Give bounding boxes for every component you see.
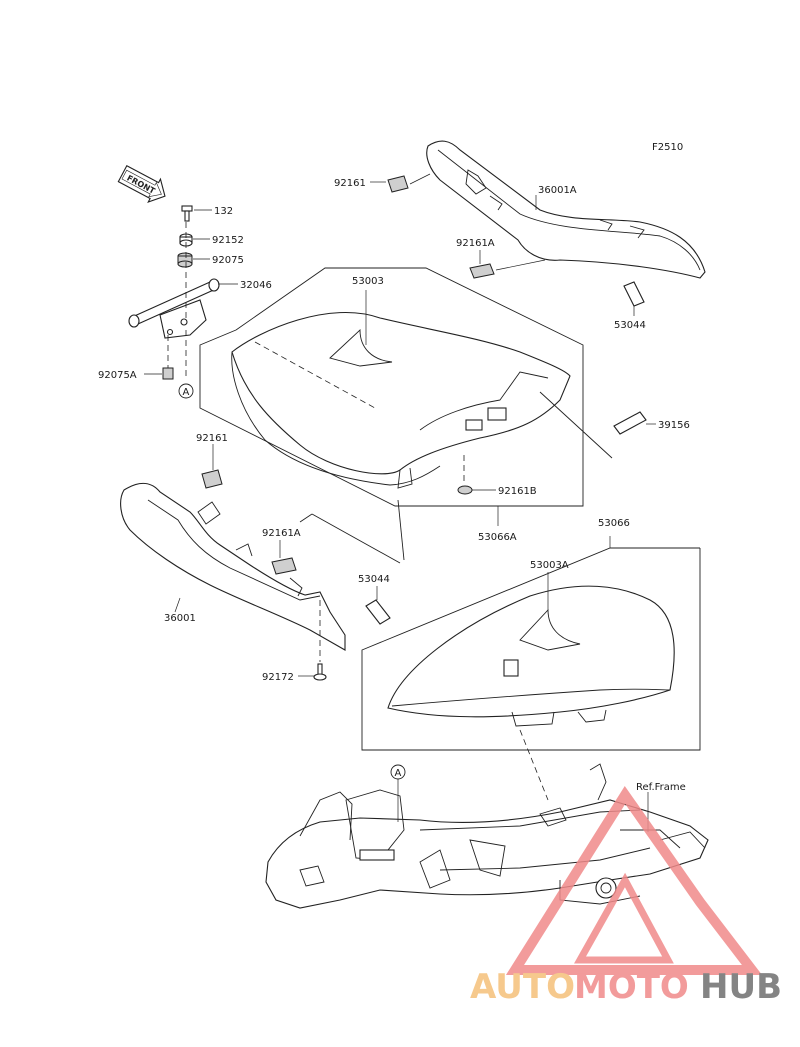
damper-92161-top — [387, 175, 409, 193]
svg-text:A: A — [183, 387, 190, 398]
label-92172: 92172 — [262, 672, 294, 683]
pin-53044-mid — [365, 599, 391, 625]
cover-36001 — [120, 482, 346, 651]
label-92161-top: 92161 — [334, 178, 366, 189]
label-32046: 32046 — [240, 280, 272, 291]
label-36001: 36001 — [164, 613, 196, 624]
label-53044-mid: 53044 — [358, 574, 390, 585]
label-92161B: 92161B — [498, 486, 537, 497]
damper-92161-left — [201, 469, 223, 489]
label-92161-left: 92161 — [196, 433, 228, 444]
watermark-auto: AUTO — [470, 967, 575, 1007]
watermark-moto: MOTO — [574, 967, 689, 1007]
cover-36001A — [426, 140, 706, 279]
label-53066A: 53066A — [478, 532, 517, 543]
svg-text:A: A — [395, 768, 402, 779]
label-53003A: 53003A — [530, 560, 569, 571]
label-53066: 53066 — [598, 518, 630, 529]
figure-code: F2510 — [652, 142, 683, 153]
callout-a-lower: A — [390, 764, 406, 780]
label-92161A-left: 92161A — [262, 528, 301, 539]
pin-39156 — [613, 411, 647, 435]
label-39156: 39156 — [658, 420, 690, 431]
pillion-seat-53003A — [387, 585, 675, 727]
label-92075: 92075 — [212, 255, 244, 266]
damper-92161B — [457, 485, 473, 495]
bolt-132 — [181, 205, 193, 222]
watermark-logo: AUTO MOTO HUB — [470, 785, 782, 1007]
label-ref-frame: Ref.Frame — [636, 782, 686, 793]
label-92161A-top: 92161A — [456, 238, 495, 249]
bracket-32046 — [128, 278, 220, 339]
label-36001A: 36001A — [538, 185, 577, 196]
pin-53044-top — [623, 281, 645, 307]
front-arrow-icon: FRONT — [117, 164, 166, 204]
rider-seat-53003 — [231, 311, 571, 489]
watermark-hub: HUB — [700, 967, 782, 1007]
callout-a-upper: A — [178, 383, 194, 399]
label-53044-top: 53044 — [614, 320, 646, 331]
label-132: 132 — [214, 206, 233, 217]
damper-92075A — [162, 367, 174, 380]
label-92075A: 92075A — [98, 370, 137, 381]
screw-92172 — [313, 663, 327, 681]
damper-92075 — [177, 252, 193, 268]
label-53003: 53003 — [352, 276, 384, 287]
label-92152: 92152 — [212, 235, 244, 246]
group-outline-53066A — [199, 267, 584, 507]
group-outline-53066 — [361, 547, 701, 751]
damper-92161A-left — [271, 557, 297, 575]
frame-assembly — [265, 763, 709, 909]
damper-92161A-top — [469, 263, 495, 279]
